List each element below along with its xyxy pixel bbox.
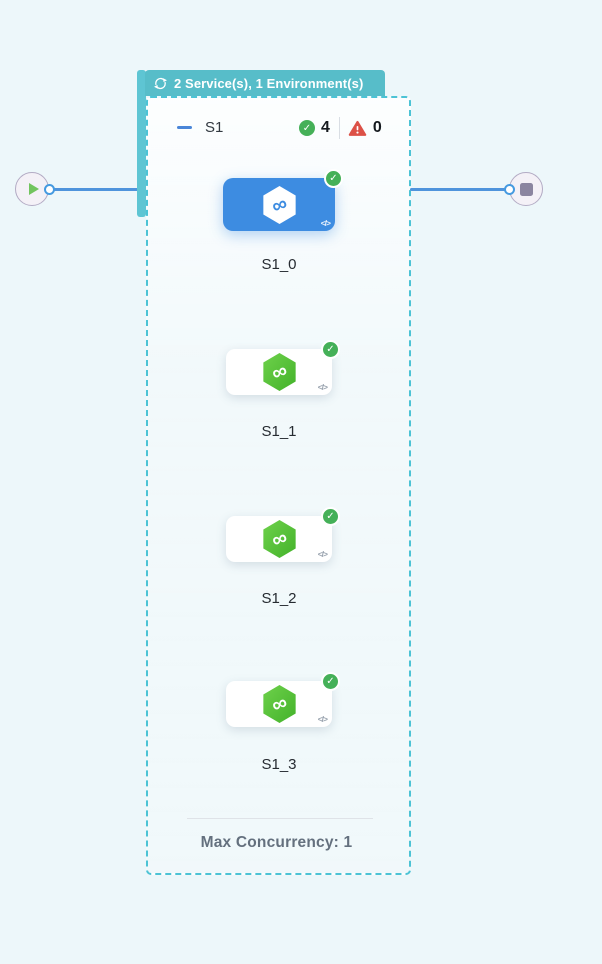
- max-concurrency-label: Max Concurrency: 1: [200, 834, 353, 851]
- node-success-badge: ✓: [321, 672, 340, 691]
- service-hexagon-icon: ∞: [262, 185, 296, 224]
- code-icon: </>: [320, 218, 331, 228]
- service-node-s1-2[interactable]: ∞ </> ✓: [226, 507, 340, 562]
- edge-group-to-end: [410, 188, 508, 191]
- group-badge-label: 2 Service(s), 1 Environment(s): [174, 75, 364, 91]
- success-count: 4: [321, 119, 330, 136]
- stop-icon: [519, 182, 533, 196]
- cycle-icon: [154, 77, 167, 89]
- node-success-badge: ✓: [324, 169, 343, 188]
- edge-start-to-group: [52, 188, 144, 191]
- success-check-icon: ✓: [299, 120, 315, 136]
- node-label: S1_0: [261, 256, 297, 273]
- start-node[interactable]: [15, 172, 49, 206]
- node-label: S1_2: [261, 590, 297, 607]
- end-connector-handle[interactable]: [504, 184, 515, 195]
- status-separator: [338, 117, 340, 139]
- node-success-badge: ✓: [321, 340, 340, 359]
- service-hexagon-icon: ∞: [262, 353, 296, 391]
- play-icon: [28, 183, 39, 195]
- code-icon: </>: [317, 549, 328, 559]
- node-label: S1_3: [261, 756, 297, 773]
- service-hexagon-icon: ∞: [262, 520, 296, 558]
- footer-divider: [187, 818, 373, 819]
- service-hexagon-icon: ∞: [262, 685, 296, 723]
- collapse-toggle-icon[interactable]: [177, 126, 192, 129]
- group-status-cluster: ✓ 4 0: [299, 117, 382, 139]
- node-success-badge: ✓: [321, 507, 340, 526]
- start-connector-handle[interactable]: [44, 184, 55, 195]
- group-edge-strip: [137, 70, 146, 217]
- code-icon: </>: [317, 714, 328, 724]
- code-icon: </>: [317, 382, 328, 392]
- error-count: 0: [372, 119, 382, 136]
- group-summary-badge[interactable]: 2 Service(s), 1 Environment(s): [145, 70, 385, 96]
- warning-triangle-icon: [348, 120, 367, 136]
- group-title: S1: [205, 119, 224, 136]
- node-label: S1_1: [261, 423, 297, 440]
- service-node-s1-0[interactable]: ∞ </> ✓: [223, 169, 343, 231]
- service-node-s1-3[interactable]: ∞ </> ✓: [226, 672, 340, 727]
- service-node-s1-1[interactable]: ∞ </> ✓: [226, 340, 340, 395]
